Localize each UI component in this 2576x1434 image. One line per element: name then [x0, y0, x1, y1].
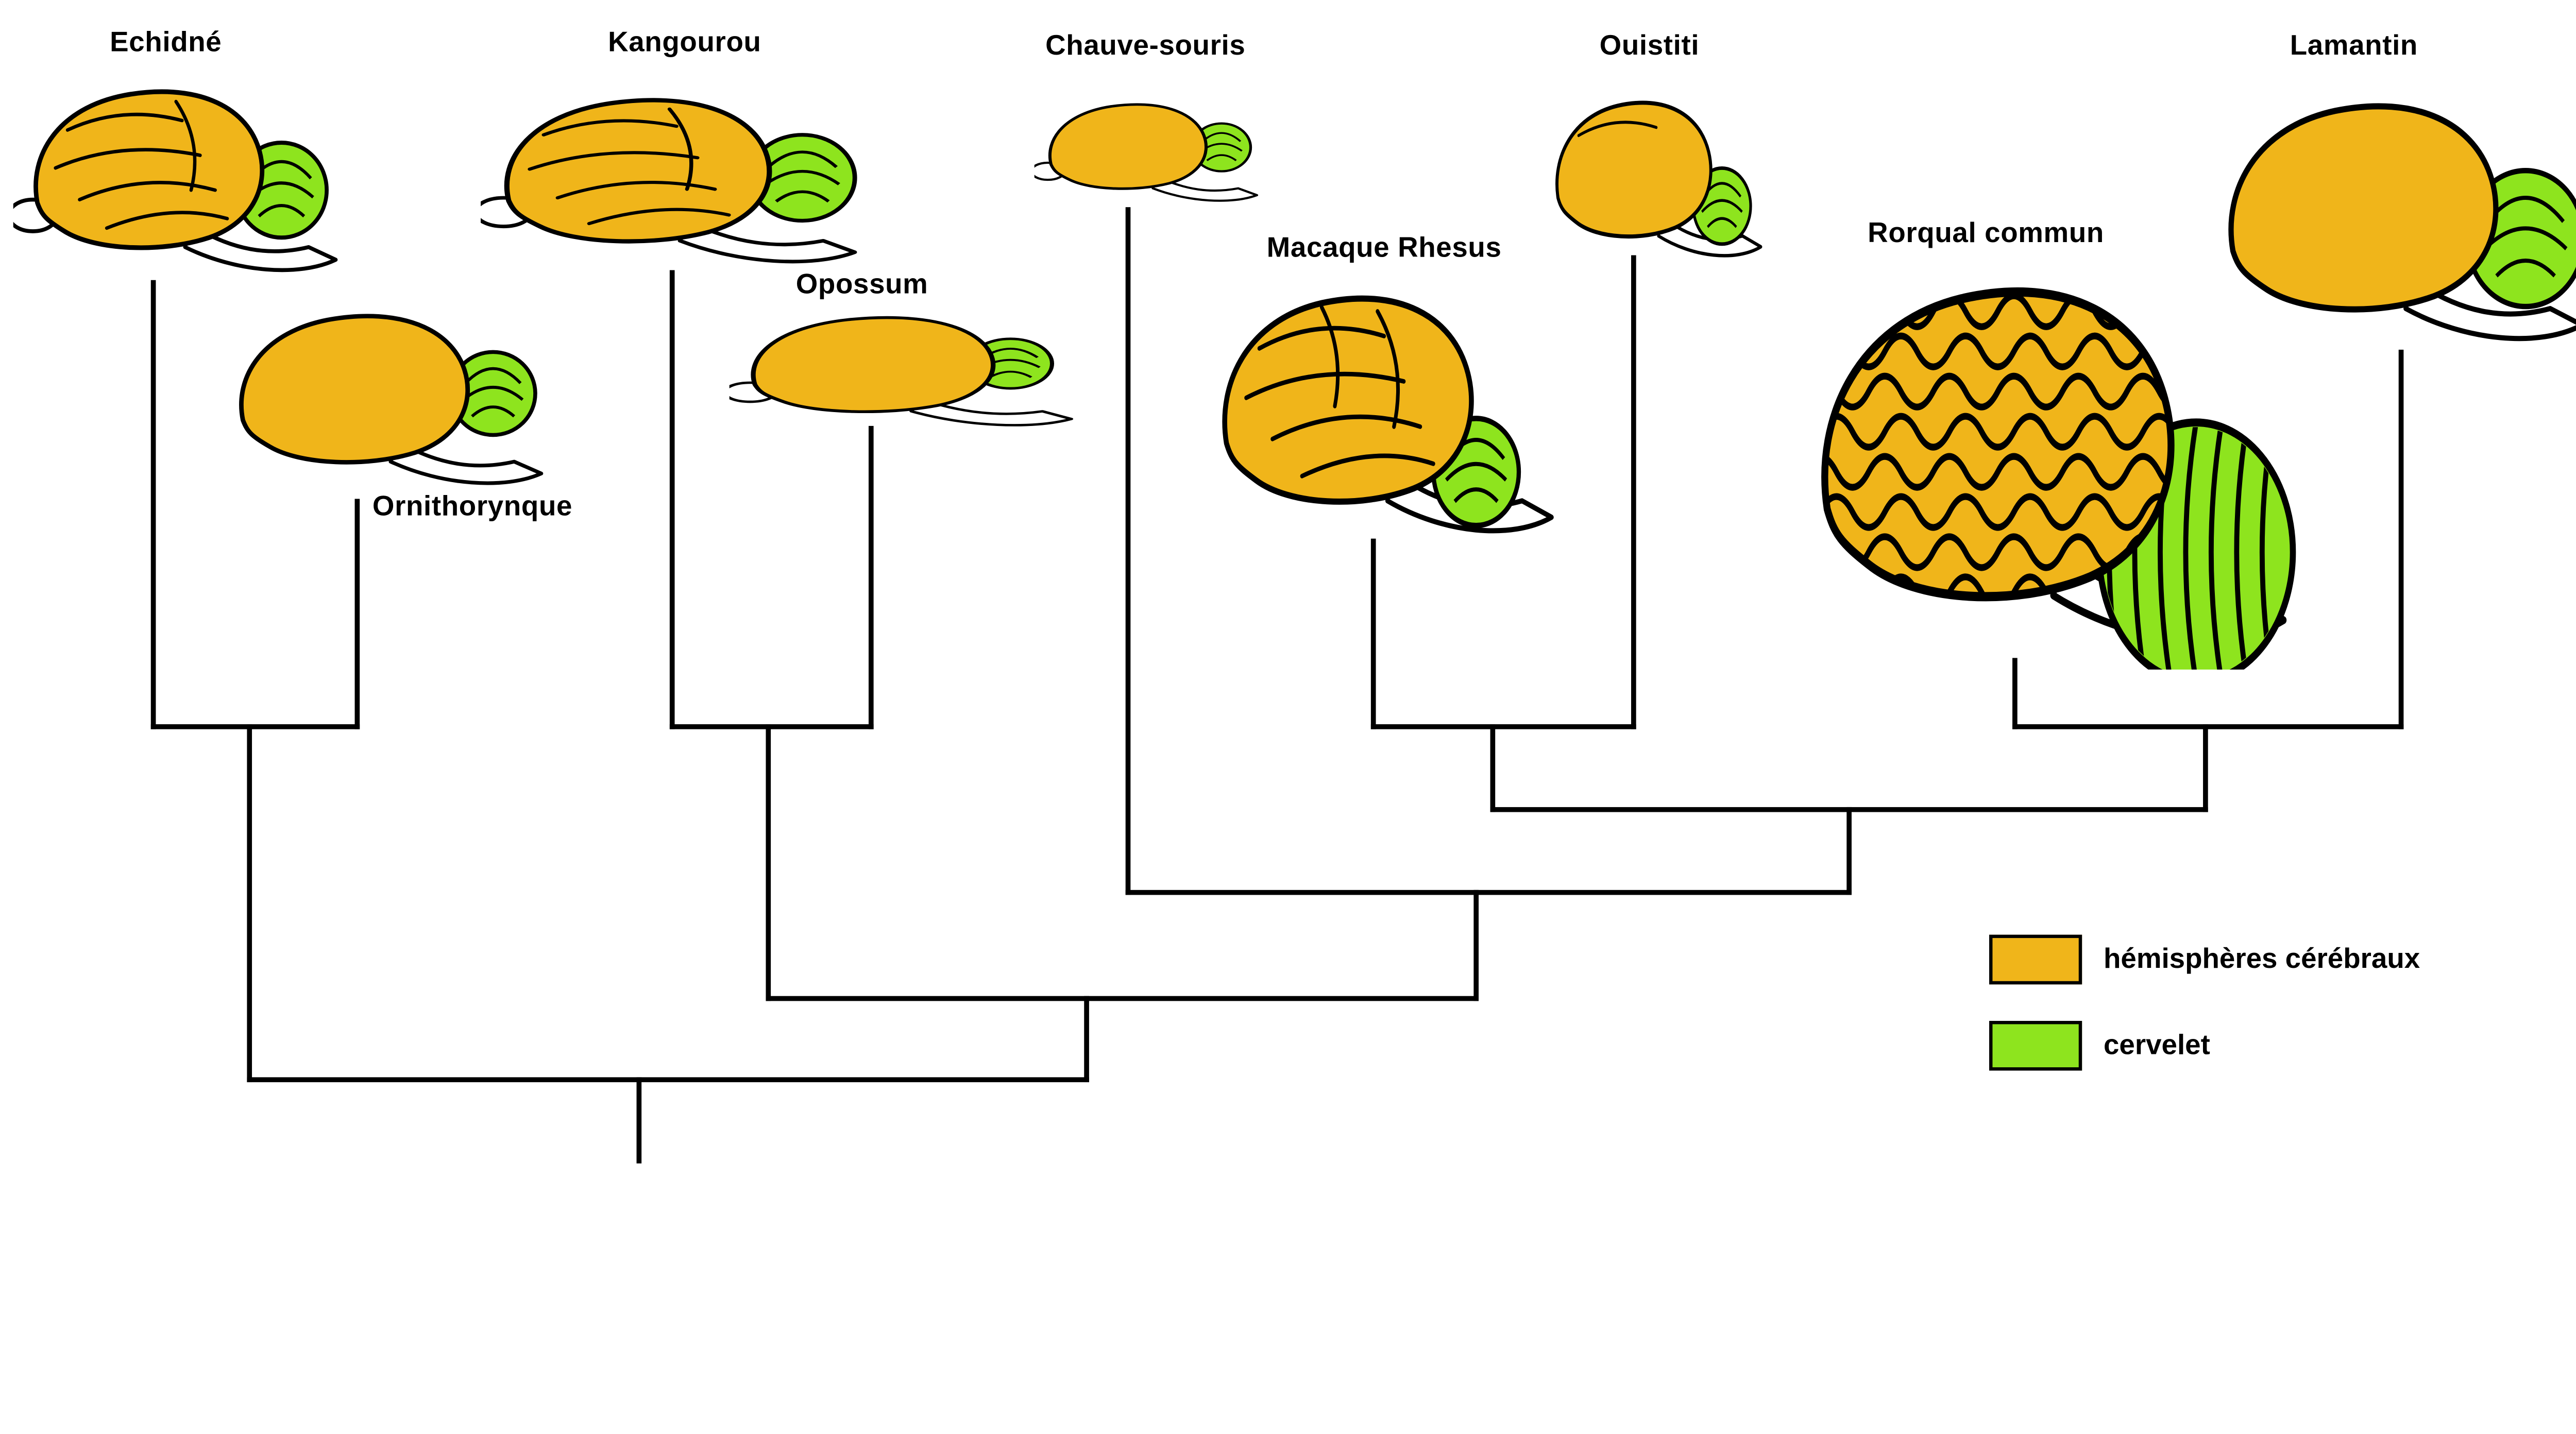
brain-illustration-macaque-rhesus: [1200, 279, 1561, 551]
species-label-lamantin: Lamantin: [2290, 29, 2418, 62]
legend-item-hemispheres: hémisphères cérébraux: [1989, 934, 2420, 985]
species-label-ornithorynque: Ornithorynque: [372, 490, 573, 522]
tree-branch: [1845, 806, 1851, 894]
tree-branch: [635, 1076, 641, 1163]
tree-branch: [1472, 889, 1478, 1000]
brain-illustration-chauve-souris: [1030, 96, 1263, 209]
species-label-rorqual-commun: Rorqual commun: [1868, 217, 2104, 249]
tree-branch: [1630, 254, 1636, 729]
tree-branch: [2011, 723, 2403, 729]
species-label-chauve-souris: Chauve-souris: [1045, 29, 1246, 62]
tree-branch: [1489, 723, 1495, 811]
tree-branch: [2202, 723, 2208, 811]
legend-item-cervelet: cervelet: [1989, 1020, 2420, 1071]
tree-branch: [765, 995, 1478, 1000]
tree-branch: [2398, 349, 2403, 729]
tree-branch: [1125, 206, 1130, 894]
tree-branch: [1370, 723, 1636, 729]
legend-label-cervelet: cervelet: [2104, 1029, 2210, 1061]
brain-illustration-kangourou: [473, 86, 865, 275]
brain-illustration-rorqual-commun: [1790, 262, 2298, 686]
tree-branch: [246, 1076, 1089, 1082]
species-label-macaque-rhesus: Macaque Rhesus: [1266, 232, 1502, 264]
legend-swatch-hemispheres-icon: [1989, 934, 2082, 985]
tree-branch: [765, 723, 770, 1000]
tree-branch: [246, 723, 251, 1082]
species-label-ouistiti: Ouistiti: [1599, 29, 1700, 62]
legend-label-hemispheres: hémisphères cérébraux: [2104, 943, 2420, 975]
brain-illustration-ouistiti: [1541, 90, 1767, 268]
tree-branch: [868, 425, 873, 729]
legend-swatch-cervelet-icon: [1989, 1020, 2082, 1071]
brain-illustration-echidne: [7, 76, 345, 285]
legend: hémisphères cérébraux cervelet: [1989, 934, 2420, 1071]
tree-branch: [1125, 889, 1851, 894]
brain-illustration-lamantin: [2205, 86, 2576, 358]
tree-branch: [150, 723, 359, 729]
species-label-echidne: Echidné: [110, 26, 222, 58]
tree-branch: [669, 723, 873, 729]
species-label-opossum: Opossum: [795, 268, 928, 300]
brain-illustration-opossum: [722, 308, 1081, 434]
tree-branch: [1370, 538, 1375, 729]
tree-branch: [150, 279, 155, 729]
tree-branch: [669, 269, 674, 729]
tree-branch: [353, 498, 359, 729]
brain-illustration-ornithorynque: [219, 302, 551, 498]
tree-branch: [1083, 995, 1089, 1082]
tree-branch: [2011, 657, 2017, 729]
species-label-kangourou: Kangourou: [608, 26, 761, 58]
